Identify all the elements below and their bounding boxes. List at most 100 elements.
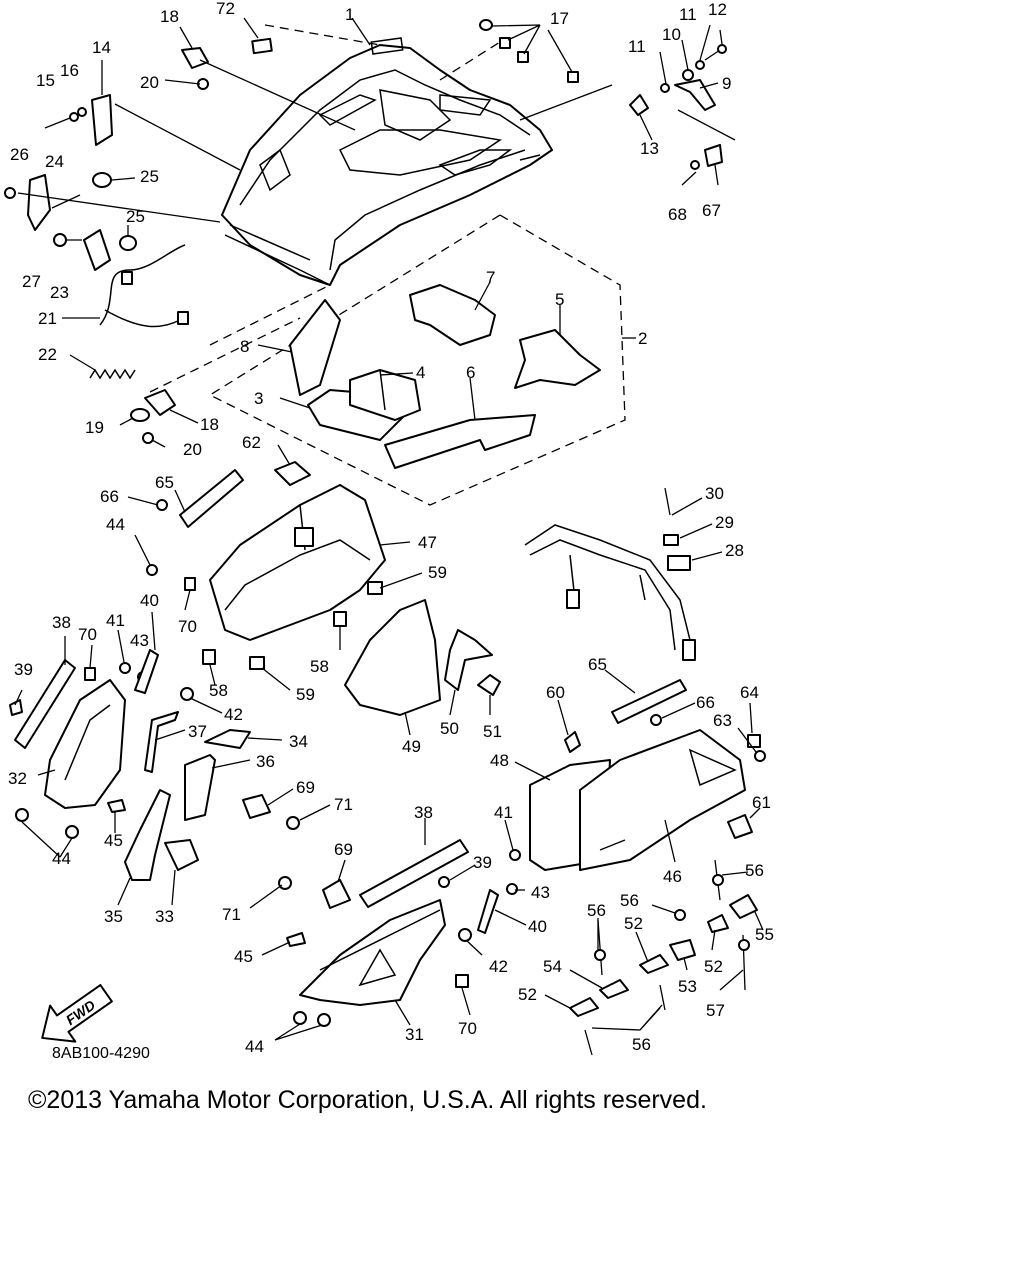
callout-43b: 43: [531, 883, 550, 902]
callout-25b: 25: [126, 207, 145, 226]
right-top-hardware: [479, 19, 736, 170]
callout-16: 16: [60, 61, 79, 80]
callout-39b: 39: [473, 853, 492, 872]
callout-52c: 52: [704, 957, 723, 976]
callout-44c: 44: [245, 1037, 264, 1056]
callout-64: 64: [740, 683, 759, 702]
callout-27: 27: [22, 272, 41, 291]
callout-42a: 42: [224, 705, 243, 724]
callout-51: 51: [483, 722, 502, 741]
callout-40a: 40: [140, 591, 159, 610]
callout-59b: 59: [296, 685, 315, 704]
right-assembly: [524, 487, 766, 1056]
callout-45b: 45: [234, 947, 253, 966]
left-hardware: [4, 37, 273, 444]
callout-9: 9: [722, 74, 731, 93]
callout-6: 6: [466, 363, 475, 382]
callout-46: 46: [663, 867, 682, 886]
callout-29: 29: [715, 513, 734, 532]
callout-66a: 66: [100, 487, 119, 506]
callout-10: 10: [662, 25, 681, 44]
diagram-code: 8AB100-4290: [52, 1045, 150, 1062]
callout-15: 15: [36, 71, 55, 90]
callout-17: 17: [550, 9, 569, 28]
callout-60: 60: [546, 683, 565, 702]
callout-71b: 71: [222, 905, 241, 924]
callout-44a: 44: [106, 515, 125, 534]
callout-14: 14: [92, 38, 111, 57]
callout-72: 72: [216, 0, 235, 18]
callout-40b: 40: [528, 917, 547, 936]
callout-65b: 65: [588, 655, 607, 674]
callout-23: 23: [50, 283, 69, 302]
callout-11b: 11: [679, 5, 697, 24]
callout-58b: 58: [209, 681, 228, 700]
callout-8: 8: [240, 337, 249, 356]
callout-47: 47: [418, 533, 437, 552]
callout-52b: 52: [518, 985, 537, 1004]
callout-68: 68: [668, 205, 687, 224]
callout-43a: 43: [130, 631, 149, 650]
callout-65a: 65: [155, 473, 174, 492]
callout-54: 54: [543, 957, 562, 976]
callout-12: 12: [708, 0, 727, 19]
callout-44b: 44: [52, 849, 71, 868]
callout-71a: 71: [334, 795, 353, 814]
callout-32: 32: [8, 769, 27, 788]
callout-21: 21: [38, 309, 57, 328]
callout-20a: 20: [140, 73, 159, 92]
callout-19: 19: [85, 418, 104, 437]
callout-69a: 69: [296, 778, 315, 797]
left-lower-assembly: [9, 649, 300, 881]
callout-22: 22: [38, 345, 57, 364]
callout-26: 26: [10, 145, 29, 164]
callout-5: 5: [555, 290, 564, 309]
kit-group-outline: [208, 214, 626, 506]
callout-37: 37: [188, 722, 207, 741]
callout-18a: 18: [160, 7, 179, 26]
callout-56d: 56: [632, 1035, 651, 1054]
callout-52a: 52: [624, 914, 643, 933]
callout-50: 50: [440, 719, 459, 738]
parts-exploded-diagram: 1 2 3 4 5 6 7 8 9 10 11 11 12 13 14 15 1…: [4, 0, 774, 1062]
callout-61: 61: [752, 793, 771, 812]
callout-24: 24: [45, 152, 64, 171]
callout-34: 34: [289, 732, 308, 751]
bottom-center-assembly: [278, 839, 521, 1027]
callout-53: 53: [678, 977, 697, 996]
callout-41b: 41: [494, 803, 513, 822]
callout-39a: 39: [14, 660, 33, 679]
callout-28: 28: [725, 541, 744, 560]
copyright-notice: ©2013 Yamaha Motor Corporation, U.S.A. A…: [28, 1086, 707, 1114]
callout-57: 57: [706, 1001, 725, 1020]
callout-41a: 41: [106, 611, 125, 630]
callout-69b: 69: [334, 840, 353, 859]
callout-56a: 56: [745, 861, 764, 880]
callout-49: 49: [402, 737, 421, 756]
kit-pads: [289, 284, 601, 469]
callout-38b: 38: [414, 803, 433, 822]
callout-63: 63: [713, 711, 732, 730]
callout-59a: 59: [428, 563, 447, 582]
callout-7: 7: [486, 268, 495, 287]
callout-25a: 25: [140, 167, 159, 186]
callout-31: 31: [405, 1025, 424, 1044]
callout-1: 1: [345, 5, 354, 24]
callout-67: 67: [702, 201, 721, 220]
callout-2: 2: [638, 329, 647, 348]
callout-70c: 70: [458, 1019, 477, 1038]
callout-13: 13: [640, 139, 659, 158]
callout-62: 62: [242, 433, 261, 452]
callout-labels: 1 2 3 4 5 6 7 8 9 10 11 11 12 13 14 15 1…: [8, 0, 774, 1056]
callout-56c: 56: [587, 901, 606, 920]
callout-56b: 56: [620, 891, 639, 910]
callout-30: 30: [705, 484, 724, 503]
hood-part-1: [221, 37, 553, 286]
callout-4: 4: [416, 363, 425, 382]
callout-48: 48: [490, 751, 509, 770]
callout-18b: 18: [200, 415, 219, 434]
callout-70b: 70: [178, 617, 197, 636]
callout-70a: 70: [78, 625, 97, 644]
callout-38a: 38: [52, 613, 71, 632]
callout-36: 36: [256, 752, 275, 771]
